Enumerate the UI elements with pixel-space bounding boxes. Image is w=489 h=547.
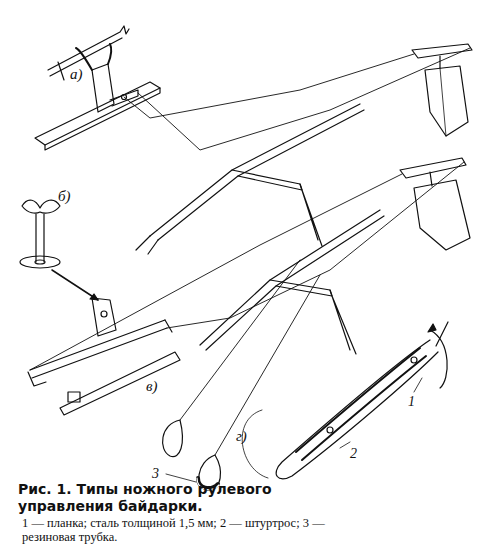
callout-number: 1 bbox=[408, 394, 415, 409]
plank-loop bbox=[242, 322, 448, 479]
view-label: г) bbox=[236, 428, 247, 444]
rudder-lower bbox=[400, 158, 470, 250]
callout-number: 2 bbox=[350, 446, 357, 461]
wing-bolt bbox=[20, 200, 98, 300]
kayak-frame-top bbox=[136, 104, 364, 254]
pedal-assembly-b bbox=[28, 298, 180, 415]
view-label: а) bbox=[70, 66, 83, 82]
kayak-frame-lower bbox=[200, 210, 384, 354]
cable-loops bbox=[163, 420, 221, 490]
pedal-assembly-a bbox=[35, 26, 160, 150]
view-label: б) bbox=[58, 188, 71, 204]
view-label: в) bbox=[146, 378, 158, 394]
callout-number: 3 bbox=[152, 466, 159, 481]
figure-title: Рис. 1. Типы ножного рулевого управления… bbox=[18, 481, 363, 515]
rudder-top bbox=[412, 44, 472, 136]
steering-cable-lower bbox=[30, 162, 464, 455]
figure-caption: 1 — планка; сталь толщиной 1,5 мм; 2 — ш… bbox=[22, 516, 352, 544]
steering-cable-top bbox=[124, 48, 470, 150]
